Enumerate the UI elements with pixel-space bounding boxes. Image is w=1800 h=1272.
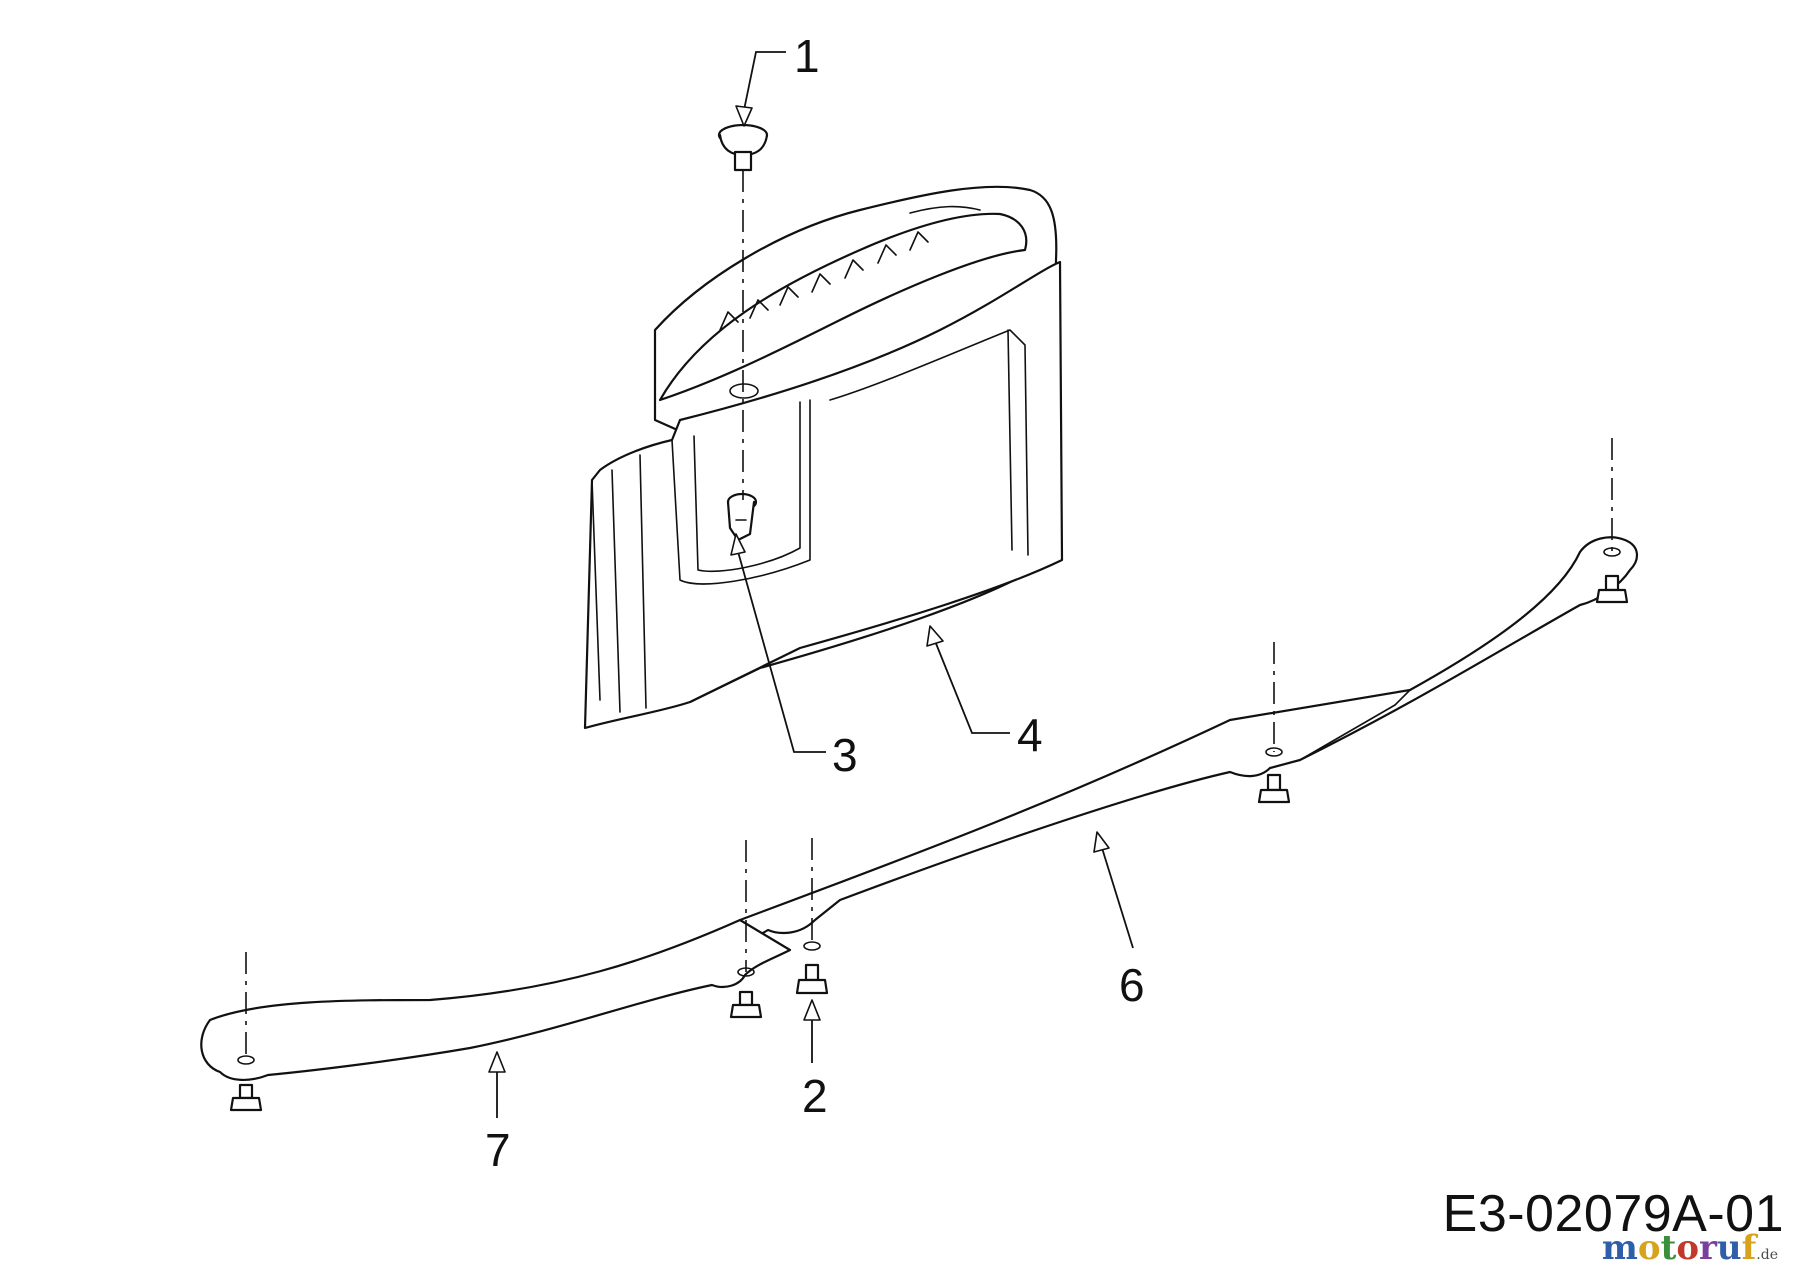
part-7-rail (200, 918, 792, 1081)
part-3-clip (726, 492, 758, 542)
part-4-cover (583, 185, 1064, 730)
part-6-rail (738, 536, 1638, 939)
watermark-letter: o (1637, 1228, 1661, 1268)
watermark-letter: t (1660, 1228, 1677, 1268)
bolt-mid-right (1257, 747, 1291, 804)
part-2-bolts (229, 547, 1629, 1112)
callout-2: 2 (802, 1070, 828, 1122)
bolt-mid-left (729, 967, 763, 1019)
watermark-logo: motoruf.de (1602, 1228, 1778, 1268)
watermark-letter: m (1601, 1228, 1638, 1268)
watermark-letter: r (1699, 1228, 1717, 1268)
callout-4: 4 (1017, 709, 1043, 761)
callout-1: 1 (794, 30, 820, 82)
watermark-letter: u (1716, 1228, 1742, 1268)
callout-labels: 1 2 3 4 6 7 (485, 30, 1145, 1176)
callout-7: 7 (485, 1124, 511, 1176)
assembly-axis-lines (245, 170, 1613, 1060)
bolt-left (229, 1055, 263, 1112)
watermark-letter: o (1676, 1228, 1699, 1268)
leader-lines (488, 51, 1134, 1118)
part-1-screw (717, 123, 769, 172)
document-id: E3-02079A-01 (1442, 1185, 1784, 1243)
callout-3: 3 (832, 729, 858, 781)
bolt-mid (795, 941, 829, 995)
bolt-right (1595, 547, 1629, 604)
watermark-wordmark: motoruf (1602, 1228, 1756, 1268)
watermark-letter: f (1741, 1228, 1757, 1268)
watermark-tld: .de (1756, 1247, 1778, 1263)
callout-6: 6 (1119, 959, 1145, 1011)
